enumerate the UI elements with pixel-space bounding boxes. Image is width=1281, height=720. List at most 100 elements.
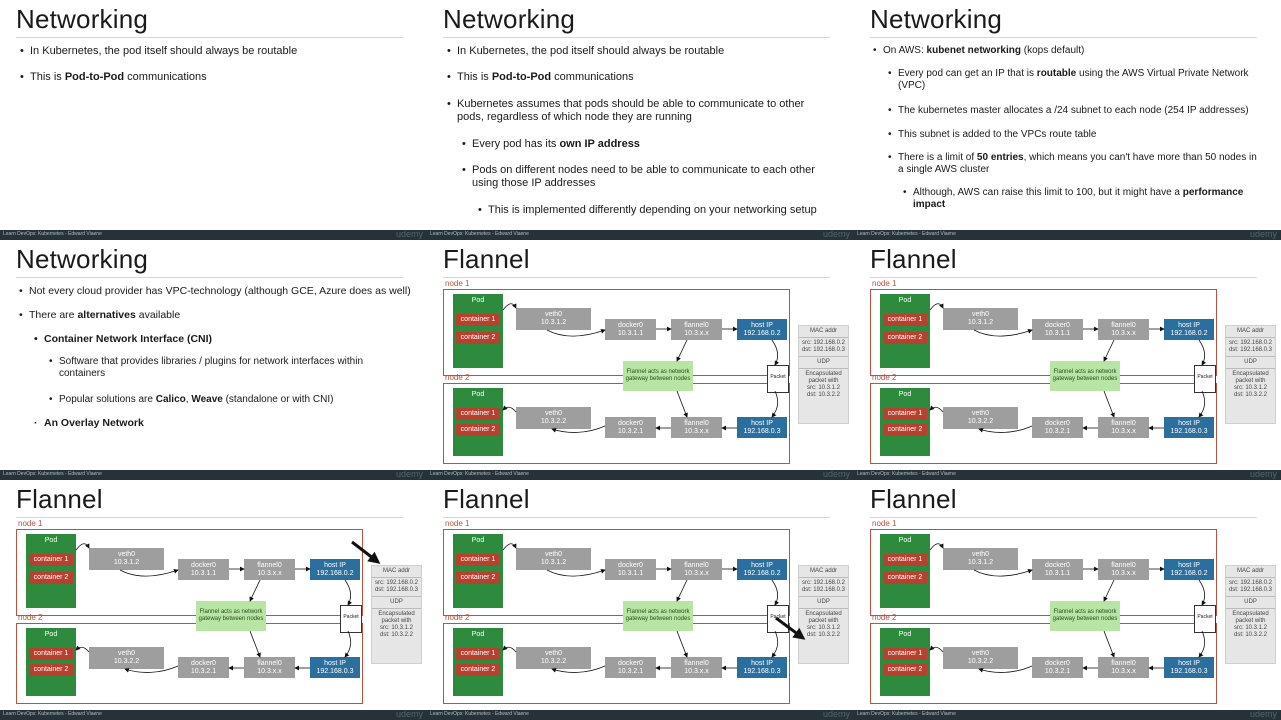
- mac-addr-header: MAC addr: [799, 326, 848, 338]
- text: Every pod can get an IP that is: [898, 68, 1037, 79]
- node-2-box: [443, 383, 790, 464]
- slide-title: Networking: [16, 4, 149, 34]
- bullet: Kubernetes assumes that pods should be a…: [447, 98, 827, 124]
- bold-text: kubenet networking: [926, 45, 1021, 56]
- node-2-box: [443, 623, 790, 704]
- box-ip: 10.3.2.1: [190, 667, 217, 675]
- box-ip: 10.3.1.1: [190, 569, 217, 577]
- box-ip: 192.168.0.2: [1170, 329, 1208, 337]
- box-ip: 10.3.1.1: [617, 329, 644, 337]
- bullet: The kubernetes master allocates a /24 su…: [888, 104, 1263, 117]
- box-label: docker0: [191, 659, 216, 667]
- text: available: [135, 309, 181, 321]
- box-label: flannel0: [1111, 321, 1136, 329]
- brand-logo: udemy: [395, 709, 423, 719]
- footer-text: Learn DevOps: Kubernetes - Edward Viaene: [857, 471, 956, 477]
- bullet: Software that provides libraries / plugi…: [49, 356, 379, 380]
- bullet: There is a limit of 50 entries, which me…: [888, 152, 1258, 176]
- brand-logo: udemy: [822, 709, 850, 719]
- text: Popular solutions are: [59, 394, 156, 405]
- brand-logo: udemy: [395, 229, 423, 239]
- udp-header: UDP: [1226, 357, 1275, 369]
- box-label: host IP: [751, 561, 773, 569]
- bullet: In Kubernetes, the pod itself should alw…: [447, 45, 837, 58]
- box-ip: 10.3.x.x: [1111, 329, 1136, 337]
- title-rule: [443, 277, 830, 278]
- slide-1[interactable]: Networking In Kubernetes, the pod itself…: [0, 0, 427, 240]
- box-label: host IP: [1178, 659, 1200, 667]
- mac-dst: dst: 192.168.0.3: [801, 587, 846, 593]
- pod-2: Pod container 1 container 2: [453, 388, 503, 456]
- packet-icon: Packet: [767, 365, 789, 393]
- udp-header: UDP: [799, 357, 848, 369]
- slide-9-flannel[interactable]: Flannel node 1 node 2 Pod container 1 co…: [854, 480, 1281, 720]
- title-rule: [16, 277, 403, 278]
- box-label: flannel0: [684, 561, 709, 569]
- node-1-box: [870, 289, 1217, 376]
- bold-text: alternatives: [77, 309, 136, 321]
- box-ip: 10.3.1.2: [540, 559, 567, 566]
- brand-logo: udemy: [395, 469, 423, 479]
- box-ip: 10.3.1.2: [967, 559, 994, 566]
- encap-dst: dst: 10.3.2.2: [1233, 632, 1268, 638]
- title-rule: [16, 37, 403, 38]
- container-1: container 1: [456, 554, 500, 566]
- slide-title: Flannel: [443, 244, 530, 274]
- bullet: Although, AWS can raise this limit to 10…: [903, 187, 1258, 211]
- box-ip: 10.3.2.1: [1044, 667, 1071, 675]
- slide-3[interactable]: Networking On AWS: kubenet networking (k…: [854, 0, 1281, 240]
- box-label: flannel0: [1111, 561, 1136, 569]
- encap-dst: dst: 10.3.2.2: [806, 632, 841, 638]
- slide-footer: Learn DevOps: Kubernetes - Edward Viaene…: [427, 469, 854, 480]
- mac-dst: dst: 192.168.0.3: [801, 347, 846, 353]
- box-label: host IP: [1178, 561, 1200, 569]
- container-2: container 2: [29, 572, 73, 584]
- bold-text: Calico: [155, 394, 186, 405]
- container-1: container 1: [29, 648, 73, 660]
- mac-src: src: 192.168.0.2: [1228, 340, 1273, 346]
- slide-8-flannel[interactable]: Flannel node 1 node 2 Pod container 1 co…: [427, 480, 854, 720]
- slide-6-flannel[interactable]: Flannel node 1 node 2 Pod container 1 co…: [854, 240, 1281, 480]
- packet-icon: Packet: [767, 605, 789, 633]
- box-ip: 10.3.2.1: [617, 427, 644, 435]
- footer-text: Learn DevOps: Kubernetes - Edward Viaene: [430, 711, 529, 717]
- pod-label: Pod: [471, 297, 485, 304]
- udp-header: UDP: [372, 597, 421, 609]
- box-label: flannel0: [257, 659, 282, 667]
- slide-5-flannel[interactable]: Flannel node 1 node 2 Pod container 1 co…: [427, 240, 854, 480]
- text: This is: [30, 71, 65, 83]
- node-2-box: [870, 623, 1217, 704]
- flannel-gateway-note: Flannel acts as network gateway between …: [623, 361, 693, 391]
- box-ip: 10.3.2.2: [967, 418, 994, 425]
- slide-4[interactable]: Networking Not every cloud provider has …: [0, 240, 427, 480]
- box-label: host IP: [324, 659, 346, 667]
- bold-text: routable: [1036, 68, 1077, 79]
- text: ,: [185, 394, 192, 405]
- mac-addr-header: MAC addr: [1226, 326, 1275, 338]
- bold-text: Pod-to-Pod: [64, 71, 125, 83]
- text: Although, AWS can raise this limit to 10…: [913, 187, 1183, 198]
- mac-addr-header: MAC addr: [372, 566, 421, 578]
- encap-src: src: 10.3.1.2: [1233, 385, 1268, 391]
- encap-src: src: 10.3.1.2: [806, 625, 841, 631]
- container-2: container 2: [29, 664, 73, 676]
- footer-text: Learn DevOps: Kubernetes - Edward Viaene: [430, 231, 529, 237]
- pod-label: Pod: [898, 391, 912, 398]
- node-1-label: node 1: [445, 519, 470, 528]
- slide-2[interactable]: Networking In Kubernetes, the pod itself…: [427, 0, 854, 240]
- box-label: host IP: [751, 321, 773, 329]
- box-label: host IP: [324, 561, 346, 569]
- packet-icon: Packet: [340, 605, 362, 633]
- box-ip: 10.3.x.x: [257, 569, 282, 577]
- slide-7-flannel[interactable]: Flannel node 1 node 2 Pod container 1 co…: [0, 480, 427, 720]
